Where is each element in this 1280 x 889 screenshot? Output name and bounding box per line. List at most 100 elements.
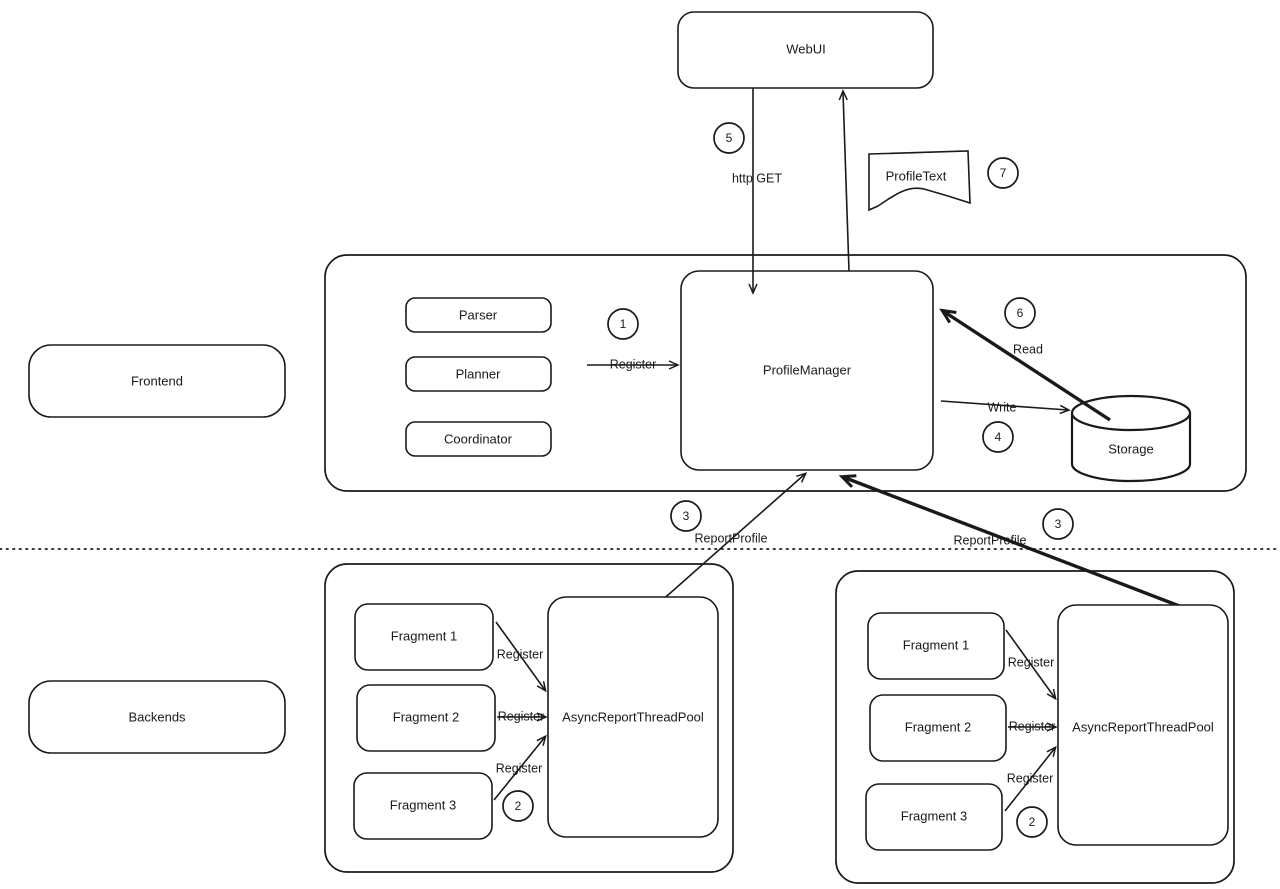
- edge-label-http-get: http GET: [732, 171, 782, 185]
- planner-box[interactable]: [405, 356, 552, 392]
- step-1-circle: [607, 308, 639, 340]
- backend-right-fragment-1[interactable]: Fragment 1: [867, 612, 1005, 680]
- backend-right-fragment-3-label: Fragment 3: [901, 808, 967, 823]
- backend-right-fragment-1-box[interactable]: [867, 612, 1005, 680]
- edge-register-left-3: [493, 734, 547, 801]
- profile-text-label: ProfileText: [886, 168, 947, 183]
- storage-label: Storage: [1108, 441, 1154, 456]
- planner-node[interactable]: Planner: [405, 356, 552, 392]
- backend-right-fragment-2-label: Fragment 2: [905, 719, 971, 734]
- backend-left-fragment-1-box[interactable]: [354, 603, 494, 671]
- edge-report-profile-right: [843, 477, 1183, 609]
- backend-right-fragment-3-box[interactable]: [865, 783, 1003, 851]
- backend-right-container: [835, 570, 1235, 884]
- profile-manager-box[interactable]: [680, 270, 934, 471]
- backend-left-fragment-2[interactable]: Fragment 2: [356, 684, 496, 752]
- coordinator-node[interactable]: Coordinator: [405, 421, 552, 457]
- backend-left-fragment-3-label: Fragment 3: [390, 797, 456, 812]
- step-badge-3-right: 3: [1042, 508, 1074, 540]
- frontend-layer-label: Frontend: [131, 373, 183, 388]
- backend-left-container: [324, 563, 734, 873]
- backend-right-pool-label: AsyncReportThreadPool: [1072, 719, 1214, 734]
- backend-left-fragment-3[interactable]: Fragment 3: [353, 772, 493, 840]
- frontend-layer-box: [28, 344, 286, 418]
- step-4-circle: [982, 421, 1014, 453]
- backend-right-fragment-3[interactable]: Fragment 3: [865, 783, 1003, 851]
- step-badge-3-left: 3: [670, 500, 702, 532]
- edge-label-register-right-2: Register: [1009, 719, 1056, 733]
- edge-label-register-right-1: Register: [1008, 655, 1055, 669]
- step-badge-4: 4: [982, 421, 1014, 453]
- step-6-number: 6: [1017, 306, 1024, 320]
- edge-label-write: Write: [988, 400, 1017, 414]
- profile-text-shape[interactable]: [868, 150, 971, 212]
- step-7-circle: [987, 157, 1019, 189]
- edge-webui-response: [838, 89, 850, 272]
- edge-label-read: Read: [1013, 342, 1043, 356]
- parser-box[interactable]: [405, 297, 552, 333]
- step-2-right-circle: [1016, 806, 1048, 838]
- backend-left-fragment-2-label: Fragment 2: [393, 709, 459, 724]
- edge-report-profile-left: [658, 472, 808, 604]
- backend-left-fragment-1-label: Fragment 1: [391, 628, 457, 643]
- backend-right-pool-box[interactable]: [1057, 604, 1229, 846]
- step-3-left-number: 3: [683, 509, 690, 523]
- step-3-right-number: 3: [1055, 517, 1062, 531]
- profile-text-node[interactable]: ProfileText: [868, 150, 971, 212]
- step-2-right-number: 2: [1029, 815, 1036, 829]
- parser-node[interactable]: Parser: [405, 297, 552, 333]
- webui-label: WebUI: [786, 41, 826, 56]
- step-2-left-circle: [502, 790, 534, 822]
- planner-label: Planner: [456, 366, 501, 381]
- step-badge-2-left: 2: [502, 790, 534, 822]
- step-6-circle: [1004, 297, 1036, 329]
- edge-read: [943, 311, 1111, 422]
- step-3-right-circle: [1042, 508, 1074, 540]
- step-4-number: 4: [995, 430, 1002, 444]
- coordinator-box[interactable]: [405, 421, 552, 457]
- backend-left-pool[interactable]: AsyncReportThreadPool: [547, 596, 719, 838]
- edge-register-right-1: [1005, 629, 1057, 701]
- step-badge-7: 7: [987, 157, 1019, 189]
- layer-label-backends: Backends: [28, 680, 286, 754]
- profile-manager-label: ProfileManager: [763, 362, 852, 377]
- edge-label-register-left-3: Register: [496, 761, 543, 775]
- coordinator-label: Coordinator: [444, 431, 513, 446]
- step-badge-6: 6: [1004, 297, 1036, 329]
- backend-left-fragment-1[interactable]: Fragment 1: [354, 603, 494, 671]
- edge-write: [940, 400, 1071, 415]
- storage-cylinder-body[interactable]: [1070, 413, 1192, 483]
- storage-cylinder-top[interactable]: [1070, 394, 1192, 432]
- backend-right-pool[interactable]: AsyncReportThreadPool: [1057, 604, 1229, 846]
- backend-left-fragment-2-box[interactable]: [356, 684, 496, 752]
- profile-manager-node[interactable]: ProfileManager: [680, 270, 934, 471]
- step-2-left-number: 2: [515, 799, 522, 813]
- edge-label-register-frontend: Register: [610, 357, 657, 371]
- step-badge-5: 5: [713, 122, 745, 154]
- step-badge-1: 1: [607, 308, 639, 340]
- edge-label-register-left-1: Register: [497, 647, 544, 661]
- edge-label-report-profile-left: ReportProfile: [695, 531, 768, 545]
- step-1-number: 1: [620, 317, 627, 331]
- storage-node[interactable]: Storage: [1070, 394, 1192, 483]
- backend-left-fragment-3-box[interactable]: [353, 772, 493, 840]
- edge-register-left-1: [495, 621, 547, 693]
- edge-register-right-3: [1004, 745, 1057, 812]
- backend-right-fragment-2-box[interactable]: [869, 694, 1007, 762]
- backend-right-fragment-2[interactable]: Fragment 2: [869, 694, 1007, 762]
- edge-label-register-left-2: Register: [498, 709, 545, 723]
- layer-label-frontend: Frontend: [28, 344, 286, 418]
- backends-layer-label: Backends: [128, 709, 186, 724]
- backend-left-pool-box[interactable]: [547, 596, 719, 838]
- webui-node[interactable]: WebUI: [677, 11, 934, 89]
- backends-layer-box: [28, 680, 286, 754]
- step-7-number: 7: [1000, 166, 1007, 180]
- step-5-number: 5: [726, 131, 733, 145]
- edge-label-report-profile-right: ReportProfile: [954, 533, 1027, 547]
- edge-label-register-right-3: Register: [1007, 771, 1054, 785]
- step-3-left-circle: [670, 500, 702, 532]
- webui-box[interactable]: [677, 11, 934, 89]
- backend-right-fragment-1-label: Fragment 1: [903, 637, 969, 652]
